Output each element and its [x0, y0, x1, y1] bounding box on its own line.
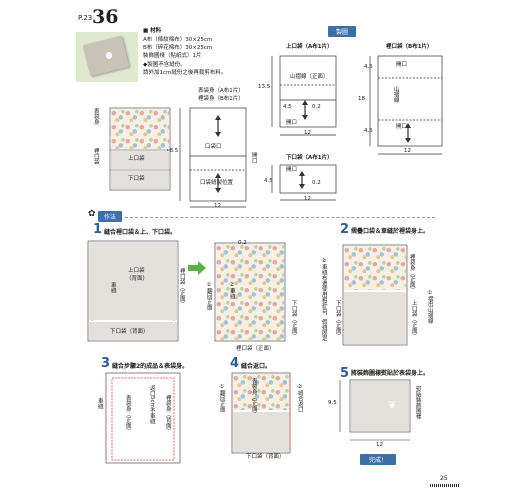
rabbit-icon: ✿ [88, 209, 96, 219]
illustration-upper [111, 151, 169, 169]
s1-fold: ①翻回正面 [205, 282, 212, 310]
lining-dim-w: 12 [404, 148, 411, 154]
body-dim-h: 18.5 [166, 148, 179, 154]
material-line: A布（條紋棉布）30×25cm [143, 37, 213, 43]
upper-pocket-opening: 開口 [286, 120, 298, 126]
done-badge: 完成！ [360, 454, 396, 465]
body-pattern-title: 表袋身（A布1片） [198, 88, 244, 94]
lining-dim-h: 18 [358, 96, 365, 102]
pocket-mouth-label: 口袋口 [205, 144, 222, 150]
s1-lower: 下口袋（背面） [110, 329, 149, 335]
lining-opening: 開口 [396, 62, 408, 68]
lining-dim-a: 4.5 [364, 64, 373, 70]
page-ref: P.23 [78, 14, 93, 22]
step-1-number: 1 [93, 222, 103, 237]
lower-pocket-title: 下口袋（A布1片） [286, 155, 333, 161]
materials-heading: ■ 材料 [143, 28, 162, 34]
material-line: 請外加1cm縫份之後再裁剪布料。 [143, 70, 227, 76]
pocket-position-label: 口袋縫製位置 [200, 180, 234, 186]
step-2-number: 2 [340, 222, 350, 237]
step-4-title: 縫合返口。 [241, 363, 272, 370]
s5-applique: 熨貼裝飾圖樣 [414, 386, 421, 419]
body-pattern-title-2: 裡袋身（B布1片） [198, 96, 244, 102]
s2-lining-body: 裡袋身（正面） [408, 254, 415, 293]
upper-pocket-title: 上口袋（A布1片） [286, 44, 333, 50]
step-5-title: 將裝飾圖樣熨貼於表袋身上。 [351, 370, 430, 377]
s3-outer: 表袋身（正面） [124, 395, 131, 434]
body-dim-w: 12 [214, 203, 221, 209]
material-line: B布（碎花棉布）30×25cm [143, 45, 213, 51]
s2-note: ②車縫布邊使用粗針目，假縫固定 [320, 258, 327, 341]
s2-baste: ①摺出山摺線 [426, 290, 433, 324]
s5-dim-h: 9.5 [328, 400, 337, 406]
step4-bottom [233, 412, 289, 452]
applique-rabbit-icon: ❦ [388, 400, 397, 411]
lower-pocket-opening: 開口 [286, 167, 298, 173]
label-outer: 表袋身 [92, 108, 99, 125]
page-number: 25 [440, 475, 448, 482]
diagram-badge: 製圖 [328, 26, 356, 37]
step-1-title: 縫合裡口袋＆上、下口袋。 [104, 229, 177, 236]
label-inner: 裡口袋 [92, 148, 99, 165]
upper-pocket-fold: 山摺線（正面） [290, 74, 329, 80]
s3-opening: 返口5cm不車縫 [148, 385, 155, 425]
s1-dim: 0.2 [238, 240, 247, 246]
s4-lower: 下口袋（背面） [246, 454, 285, 460]
step5-finished [351, 381, 409, 431]
lining-dim-b: 4.5 [364, 128, 373, 134]
s1-lining2: 裡口袋（正面） [236, 346, 275, 352]
s4-fold: ①翻回正面 [218, 384, 225, 412]
howto-badge: 作法 [98, 211, 122, 222]
material-line: ◆製圖不含縫份。 [143, 62, 186, 68]
step-2-title: 摺疊口袋＆車縫於裡袋身上。 [351, 228, 430, 235]
s5-dim-w: 12 [376, 442, 383, 448]
lower-pocket-dim-b: 0.2 [312, 180, 321, 186]
s3-lining: 裡袋身（背面） [164, 395, 171, 434]
step-4-number: 4 [230, 356, 240, 371]
product-photo [76, 32, 138, 82]
lining-fold: 山摺線 [392, 86, 399, 103]
upper-pocket-dim-a: 4.5 [283, 104, 292, 110]
lining-title: 裡口袋（B布1片） [386, 44, 433, 50]
step2-pockets [344, 292, 406, 344]
s1-upper: 上口袋 [128, 268, 145, 274]
upper-pocket-dim-h: 13.5 [258, 84, 271, 90]
s1-topstitch: ②車縫 [228, 282, 235, 299]
s1-seam: 車縫 [109, 282, 116, 293]
step1-right-panel [216, 244, 284, 340]
upper-pocket-dim-b: 0.2 [312, 104, 321, 110]
s2-upper: 上口袋（正面） [410, 300, 417, 339]
page-barcode [430, 484, 460, 487]
s4-outer: 表袋身（正面） [250, 378, 257, 417]
upper-pocket-dim-w: 12 [304, 130, 311, 136]
s1-lining: 裡口袋（正面） [178, 268, 185, 307]
material-line: 裝飾圖樣（貼紙式）1片 [143, 53, 202, 59]
step4-top [233, 374, 289, 410]
howto-divider [125, 217, 435, 218]
body-opening-label: 開口 [250, 152, 257, 163]
illustration-lining [111, 109, 169, 149]
lower-pocket-dim-w: 12 [304, 196, 311, 202]
step1-upper-panel [89, 242, 177, 320]
s1-lower2: 下口袋（正面） [290, 300, 297, 339]
label-upper: 上口袋 [128, 156, 145, 162]
lining-opening-bottom: 開口 [396, 124, 408, 130]
s4-close: ②縫合返口 [296, 384, 303, 412]
step1-lower-panel [89, 322, 177, 340]
step2-lining [344, 246, 406, 290]
label-lower: 下口袋 [128, 176, 145, 182]
step-3-title: 縫合步驟2的成品＆表袋身。 [112, 363, 189, 370]
s3-seam: 車縫 [96, 398, 103, 409]
s1-back: （背面） [126, 276, 149, 282]
lower-pocket-dim-h: 4.5 [264, 178, 273, 184]
illustration-lower [111, 171, 169, 189]
step-3-number: 3 [101, 356, 111, 371]
s2-lower: 下口袋（正面） [334, 300, 341, 339]
step-5-number: 5 [340, 366, 350, 381]
project-number: 36 [92, 6, 119, 28]
